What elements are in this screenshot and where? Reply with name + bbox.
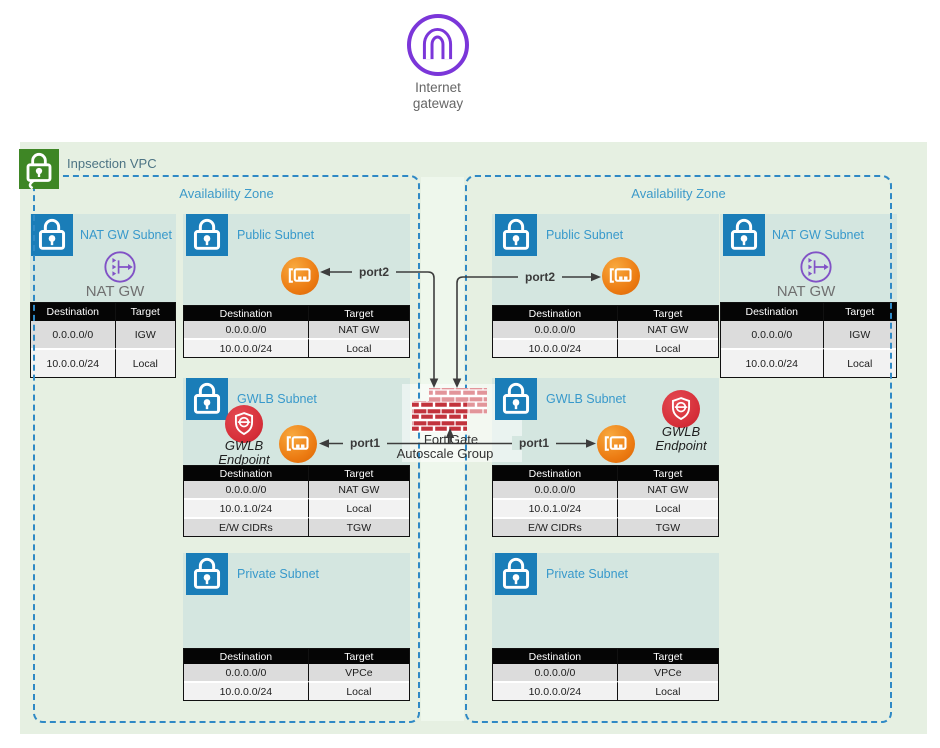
az-right-label: Availability Zone xyxy=(631,186,726,201)
gwlb-endpoint-icon xyxy=(662,390,700,428)
internet-gateway-label: Internet gateway xyxy=(412,80,464,111)
subnet-title-natgw-left: NAT GW Subnet xyxy=(80,228,172,242)
gwlb-endpoint-label: GWLB Endpoint xyxy=(655,424,707,453)
rt-header-destination: Destination xyxy=(493,306,617,321)
eni-icon xyxy=(279,425,317,463)
rt-header-destination: Destination xyxy=(493,466,617,481)
subnet-title-public-left: Public Subnet xyxy=(237,228,315,242)
subnet-lock-icon xyxy=(31,214,73,256)
rt-header-target: Target xyxy=(114,303,175,321)
port1-left-label: port1 xyxy=(343,436,387,450)
subnet-title-gwlb-right: GWLB Subnet xyxy=(546,392,626,406)
rt-header-target: Target xyxy=(307,466,409,481)
gwlb-endpoint-label: GWLB Endpoint xyxy=(218,438,270,467)
subnet-lock-icon xyxy=(495,553,537,595)
rt-header-destination: Destination xyxy=(184,466,308,481)
rt-header-destination: Destination xyxy=(184,306,308,321)
internet-gateway-icon xyxy=(407,14,469,76)
vpc-lock-icon xyxy=(19,149,59,189)
rt-header-destination: Destination xyxy=(721,303,823,321)
nat-gw-label-right: NAT GW xyxy=(776,283,836,300)
nat-gateway-icon xyxy=(103,250,137,284)
subnet-title-gwlb-left: GWLB Subnet xyxy=(237,392,317,406)
subnet-lock-icon xyxy=(186,378,228,420)
port2-right-label: port2 xyxy=(518,270,562,284)
nat-gateway-icon xyxy=(799,250,833,284)
eni-icon xyxy=(281,257,319,295)
rt-header-target: Target xyxy=(822,303,896,321)
rt-header-destination: Destination xyxy=(184,649,308,664)
firewall-group-label: Autoscale Group xyxy=(396,446,494,461)
subnet-lock-icon xyxy=(495,214,537,256)
gwlb-endpoint-icon xyxy=(225,405,263,443)
subnet-lock-icon xyxy=(495,378,537,420)
rt-header-target: Target xyxy=(616,649,718,664)
rt-header-target: Target xyxy=(307,649,409,664)
rt-header-destination: Destination xyxy=(493,649,617,664)
eni-icon xyxy=(597,425,635,463)
subnet-title-natgw-right: NAT GW Subnet xyxy=(772,228,864,242)
rt-header-target: Target xyxy=(616,306,718,321)
subnet-lock-icon xyxy=(186,214,228,256)
port2-left-label: port2 xyxy=(352,265,396,279)
subnet-title-private-left: Private Subnet xyxy=(237,567,319,581)
port1-right-label: port1 xyxy=(512,436,556,450)
az-left-label: Availability Zone xyxy=(179,186,274,201)
subnet-lock-icon xyxy=(723,214,765,256)
nat-gw-label-left: NAT GW xyxy=(85,283,145,300)
firewall-name-label: FortiGate xyxy=(423,432,479,447)
eni-icon xyxy=(602,257,640,295)
subnet-title-private-right: Private Subnet xyxy=(546,567,628,581)
subnet-lock-icon xyxy=(186,553,228,595)
vpc-label: Inpsection VPC xyxy=(67,156,157,171)
rt-header-target: Target xyxy=(616,466,718,481)
rt-header-target: Target xyxy=(307,306,409,321)
rt-header-destination: Destination xyxy=(31,303,115,321)
subnet-title-public-right: Public Subnet xyxy=(546,228,624,242)
